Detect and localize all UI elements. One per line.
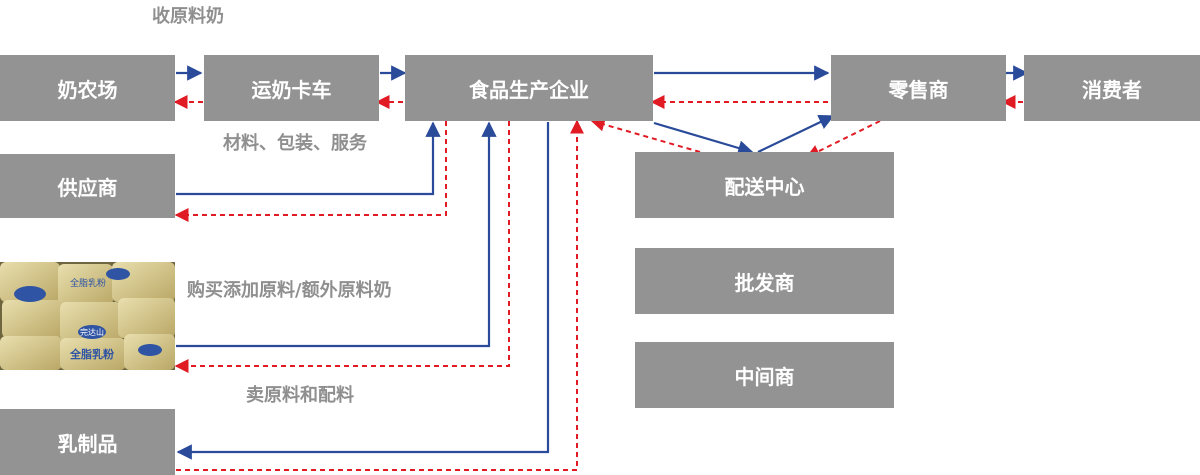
node-consumer: 消费者 (1024, 55, 1200, 121)
node-retailer-label: 零售商 (888, 77, 949, 102)
node-dairy-products-label: 乳制品 (57, 431, 118, 456)
flow-distribution-to-retailer (757, 115, 835, 153)
flow-producer-to-dairy-products (176, 122, 550, 460)
node-dairy-products: 乳制品 (0, 409, 175, 475)
node-wholesaler-label: 批发商 (734, 270, 795, 295)
node-middleman: 中间商 (635, 342, 894, 408)
node-dairy-farm-label: 奶农场 (57, 77, 118, 102)
node-wholesaler: 批发商 (635, 248, 894, 314)
flow-supplier-to-producer (176, 121, 441, 196)
label-sell-materials: 卖原料和配料 (246, 385, 354, 406)
label-buy-additives: 购买添加原料/额外原料奶 (187, 280, 392, 301)
money-distribution-to-producer (590, 117, 701, 153)
node-supplier-label: 供应商 (57, 175, 118, 200)
node-supplier: 供应商 (0, 154, 175, 218)
node-distribution-center-label: 配送中心 (724, 174, 805, 199)
flow-additives-to-producer (176, 121, 497, 348)
photo-product-text: 全脂乳粉 (70, 277, 106, 289)
node-milk-truck: 运奶卡车 (204, 55, 379, 121)
milk-powder-bags-image: 完达山 全脂乳粉 全脂乳粉 (0, 262, 175, 370)
money-retailer-to-distribution (805, 120, 881, 158)
flow-producer-to-distribution (653, 121, 754, 156)
node-retailer: 零售商 (831, 55, 1006, 121)
money-dairy-products-to-producer (176, 119, 584, 471)
node-distribution-center: 配送中心 (635, 152, 894, 218)
node-middleman-label: 中间商 (734, 364, 795, 389)
money-producer-to-additives (174, 121, 510, 373)
node-consumer-label: 消费者 (1082, 77, 1142, 102)
money-producer-to-supplier (174, 121, 447, 222)
photo-product-text-2: 全脂乳粉 (69, 347, 114, 361)
node-food-producer-label: 食品生产企业 (469, 77, 589, 102)
label-collect-milk: 收原料奶 (152, 6, 224, 27)
node-food-producer: 食品生产企业 (405, 55, 653, 121)
node-dairy-farm: 奶农场 (0, 55, 175, 121)
photo-brand-text: 完达山 (80, 327, 104, 337)
label-materials-packaging-services: 材料、包装、服务 (223, 133, 367, 154)
node-milk-truck-label: 运奶卡车 (251, 77, 332, 102)
